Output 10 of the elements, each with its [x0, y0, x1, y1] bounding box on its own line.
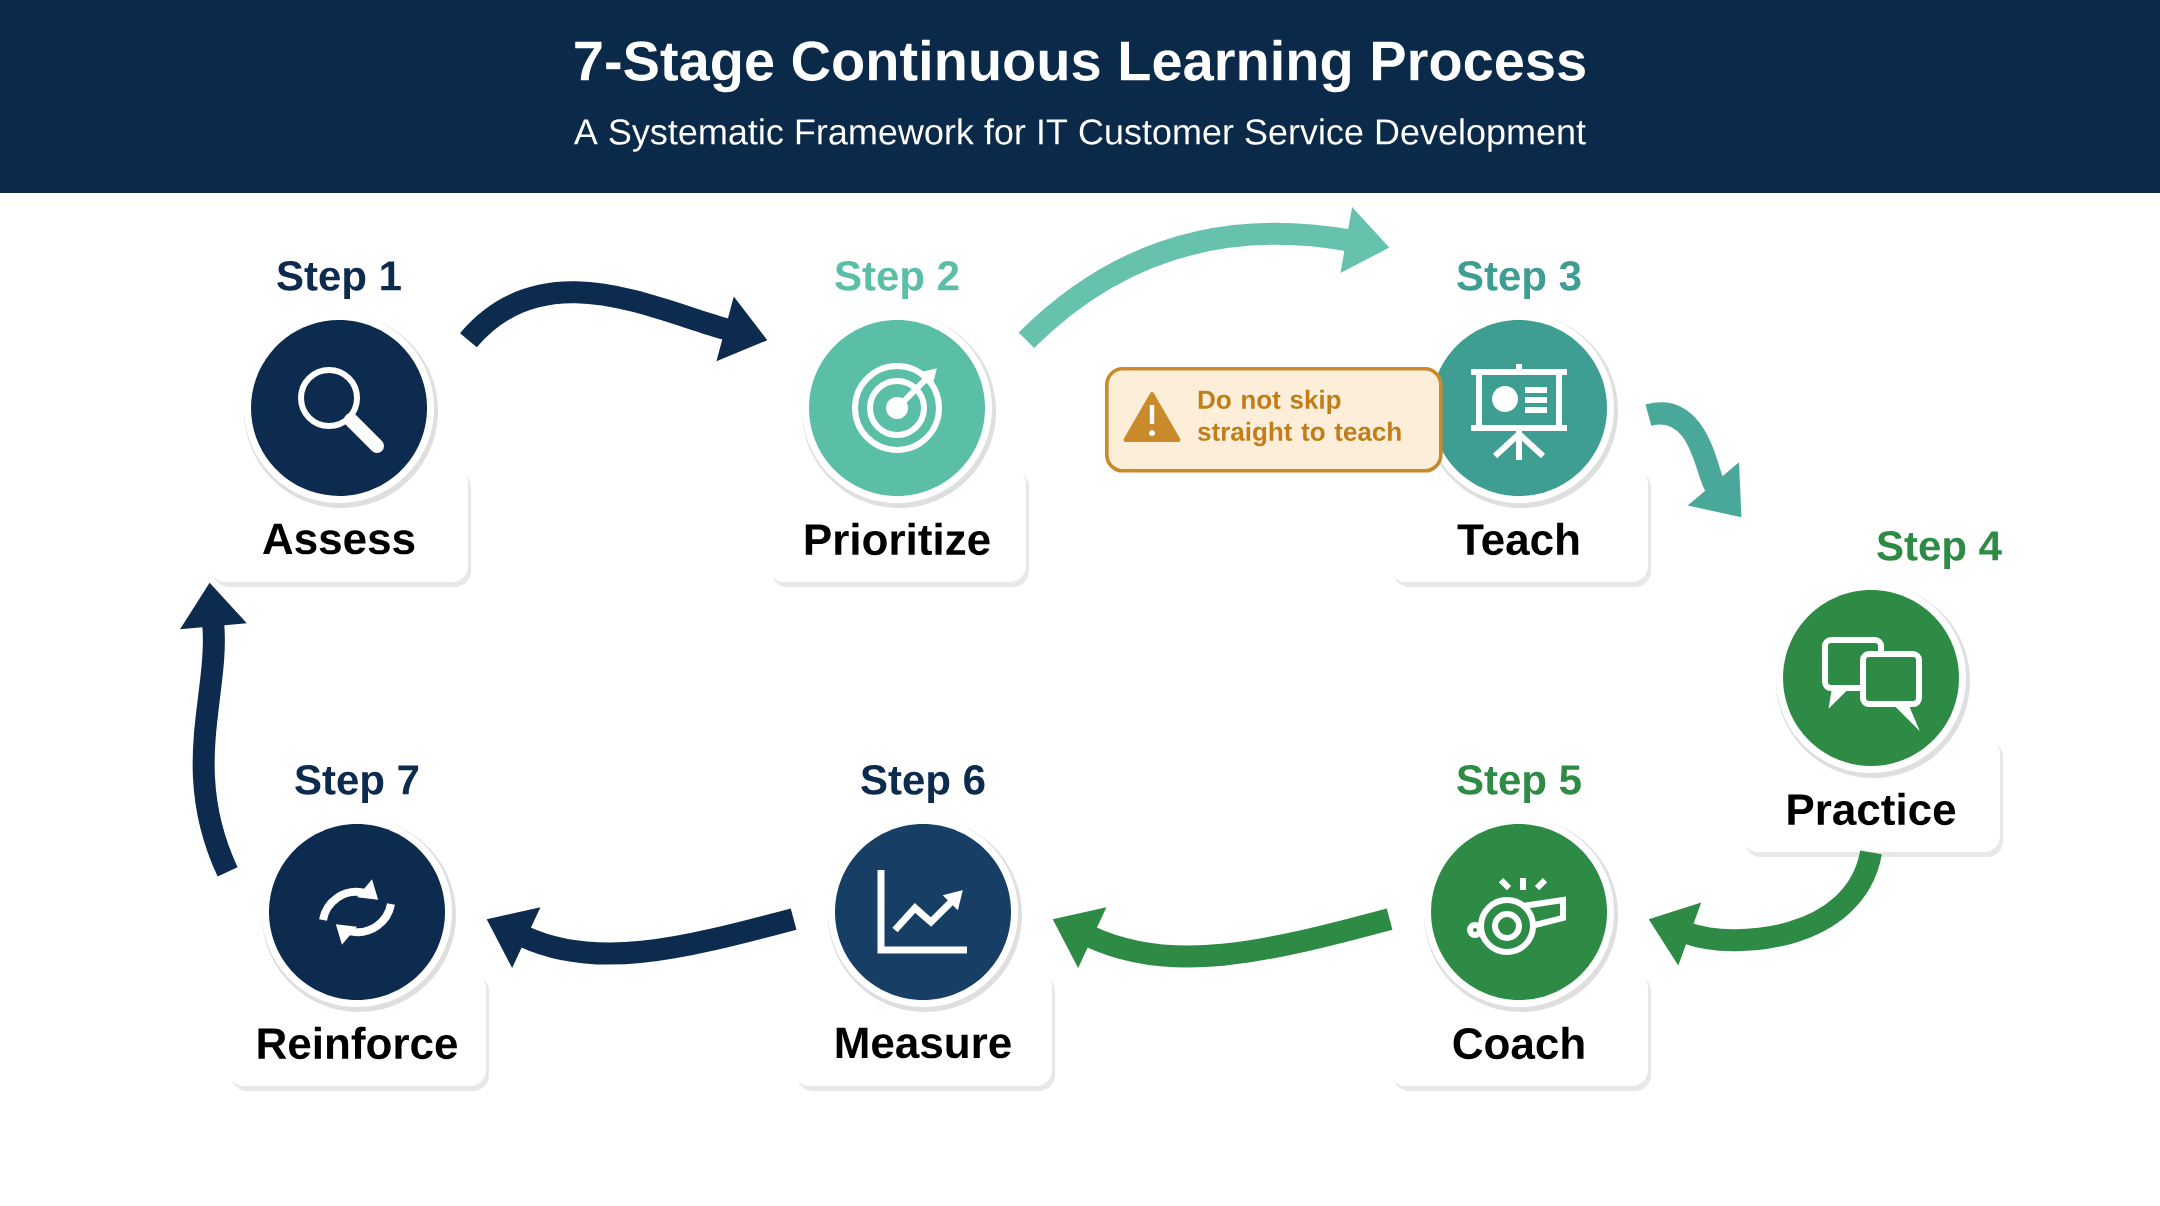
title: 7-Stage Continuous Learning Process: [575, 39, 1585, 93]
subtitle: A Systematic Framework for IT Customer Service Development: [573, 118, 1586, 152]
step-number: Step 7: [295, 765, 419, 804]
step-number: Step 2: [835, 261, 959, 300]
step-number: Step 5: [1457, 765, 1581, 804]
warning-callout: Do not skip straight to teach: [1105, 367, 1443, 473]
step-number: Step 3: [1457, 261, 1581, 300]
step-number: Step 1: [277, 261, 401, 300]
step-number: Step 6: [861, 765, 985, 804]
step-number: Step 4: [1877, 531, 2002, 570]
